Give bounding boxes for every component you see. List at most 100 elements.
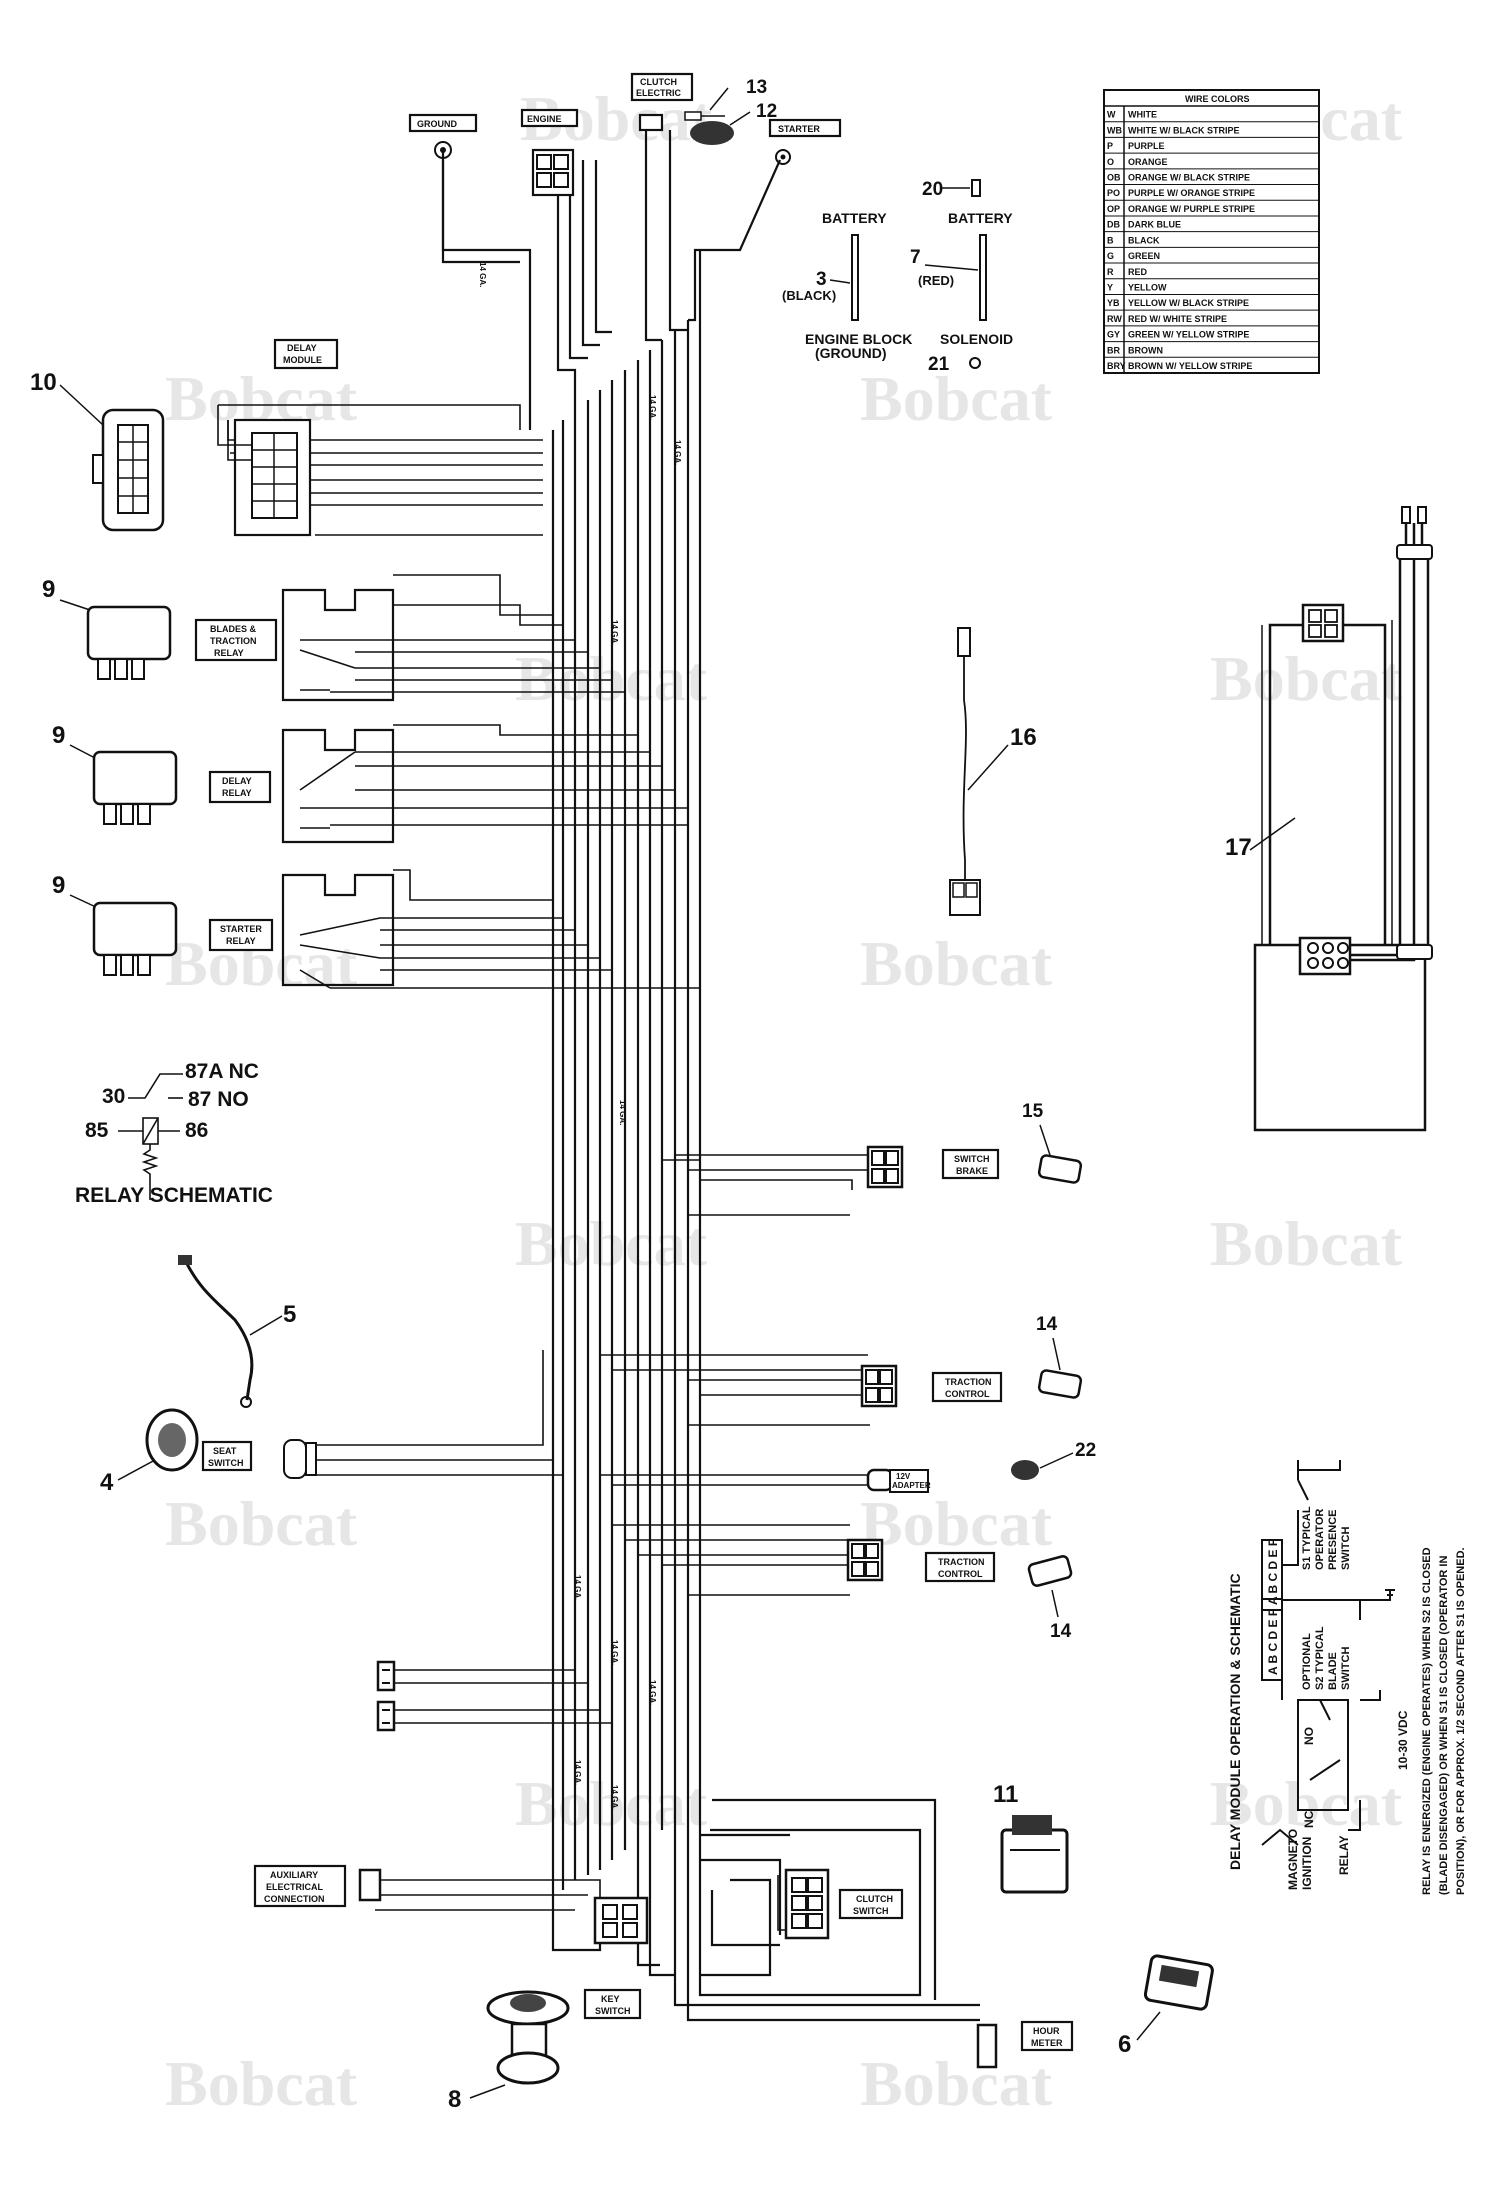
wire-color-code: OB — [1107, 173, 1121, 183]
starter-relay-label-1: STARTER — [220, 924, 262, 934]
delay-op-nc: NC — [1302, 1810, 1316, 1828]
gauge-labels: 14 GA. 14 GA. 14 GA. 14 GA. 14 GA. 14 GA… — [478, 262, 682, 1810]
delay-op-s2-1: OPTIONAL — [1301, 1633, 1313, 1690]
part-number-9: 9 — [52, 722, 65, 749]
blades-traction-relay-connector: BLADES & TRACTION RELAY — [194, 588, 395, 702]
wire-color-name: WHITE W/ BLACK STRIPE — [1128, 125, 1240, 135]
gauge-label: 14 GA. — [610, 620, 619, 645]
gauge-label: 14 GA. — [648, 1680, 657, 1705]
wire-color-name: YELLOW W/ BLACK STRIPE — [1128, 298, 1249, 308]
traction-control-1-label-2: CONTROL — [945, 1389, 990, 1399]
wire-color-code: BRY — [1107, 361, 1126, 371]
ground-connector: GROUND — [408, 113, 478, 159]
seat-switch-label-2: SWITCH — [208, 1458, 244, 1468]
delay-op-note-3: POSITION), OR FOR APPROX. 1/2 SECOND AFT… — [1455, 1547, 1467, 1895]
part-number-7: 7 — [910, 247, 921, 268]
aux-label-3: CONNECTION — [264, 1894, 325, 1904]
wire-color-code: GY — [1107, 330, 1120, 340]
relay-part-1: 9 — [42, 576, 172, 680]
wire-color-code: DB — [1107, 220, 1120, 230]
starter-connector: STARTER — [768, 118, 842, 165]
part-number-3: 3 — [816, 269, 827, 290]
delay-module-connector: DELAY MODULE — [217, 338, 339, 537]
harness-trunk — [218, 130, 980, 2022]
seat-switch-label-1: SEAT — [213, 1446, 237, 1456]
part-number-16: 16 — [1010, 724, 1037, 751]
part-number-9: 9 — [52, 872, 65, 899]
delay-op-note-2: (BLADE DISENGAGED) OR WHEN S1 IS CLOSED … — [1438, 1556, 1450, 1895]
wire-color-code: O — [1107, 157, 1114, 167]
clutch-switch-connector: CLUTCH SWITCH — [777, 1868, 904, 1940]
part-number-15: 15 — [1022, 1101, 1044, 1122]
part-number-13: 13 — [746, 77, 767, 98]
aux-label-1: AUXILIARY — [270, 1870, 318, 1880]
black-label: (BLACK) — [782, 288, 836, 303]
switch-brake-label-1: SWITCH — [954, 1154, 990, 1164]
wire-color-name: YELLOW — [1128, 282, 1167, 292]
part-number-10: 10 — [30, 369, 57, 396]
watermark-text: Bobcat — [860, 928, 1053, 999]
delay-op-s2-4: SWITCH — [1340, 1647, 1352, 1690]
relay-schematic-title: RELAY SCHEMATIC — [75, 1184, 273, 1207]
twelve-v-label-2: ADAPTER — [892, 1481, 931, 1490]
loose-plugs — [376, 1660, 396, 1732]
watermark-text: Bobcat — [860, 1488, 1053, 1559]
hour-meter-connector: HOUR METER — [976, 2020, 1074, 2069]
wire-color-code: R — [1107, 267, 1114, 277]
delay-op-supply: 10-30 VDC — [1396, 1710, 1410, 1770]
delay-op-s2-3: BLADE — [1327, 1652, 1339, 1690]
wire-color-name: ORANGE — [1128, 157, 1168, 167]
relay-30-label: 30 — [102, 1085, 125, 1108]
relay-87-label: 87 NO — [188, 1088, 249, 1111]
part-number-12: 12 — [756, 101, 777, 122]
traction-control-2-connector: TRACTION CONTROL 14 — [846, 1538, 1073, 1642]
gauge-label: 14 GA. — [610, 1785, 619, 1810]
wire-color-name: PURPLE — [1128, 141, 1165, 151]
red-label: (RED) — [918, 273, 954, 288]
wire-color-code: WB — [1107, 125, 1122, 135]
seat-switch-parts: 5 4 SEAT SWITCH — [100, 1255, 317, 1496]
battery-label-right: BATTERY — [948, 210, 1013, 226]
wire-color-code: Y — [1107, 282, 1113, 292]
gauge-label: 14 GA. — [673, 440, 682, 465]
part-number-20: 20 — [922, 179, 943, 200]
key-switch-part: 8 KEY SWITCH — [448, 1896, 649, 2113]
btr-label-3: RELAY — [214, 648, 244, 658]
engine-label: ENGINE — [527, 114, 562, 124]
battery-cables: BATTERY BATTERY 3 (BLACK) 7 (RED) ENGINE… — [782, 179, 1013, 375]
clutch-switch-label-1: CLUTCH — [856, 1894, 893, 1904]
watermark-text: Bobcat — [165, 2048, 358, 2119]
aux-label-2: ELECTRICAL — [266, 1882, 323, 1892]
traction-control-2-label-1: TRACTION — [938, 1557, 985, 1567]
delay-op-s2-2: S2 TYPICAL — [1314, 1626, 1326, 1690]
part-16-harness: 16 — [949, 627, 1037, 916]
wire-color-name: BROWN W/ YELLOW STRIPE — [1128, 361, 1252, 371]
wire-color-code: OP — [1107, 204, 1120, 214]
ground-label: GROUND — [417, 119, 457, 129]
wire-color-code: P — [1107, 141, 1113, 151]
part-number-8: 8 — [448, 2086, 461, 2113]
wire-color-code: RW — [1107, 314, 1122, 324]
delay-relay-label-1: DELAY — [222, 776, 252, 786]
clutch-electric-label-1: CLUTCH — [640, 77, 677, 87]
delay-op-no: NO — [1302, 1727, 1316, 1745]
wire-color-name: DARK BLUE — [1128, 220, 1181, 230]
gauge-label: 14 GA. — [573, 1575, 582, 1600]
delay-module-label-2: MODULE — [283, 355, 322, 365]
wire-color-name: BLACK — [1128, 235, 1160, 245]
engine-connector: ENGINE — [520, 108, 579, 197]
wire-color-code: G — [1107, 251, 1114, 261]
traction-control-1-connector: TRACTION CONTROL 14 — [860, 1314, 1083, 1408]
relay-85-label: 85 — [85, 1119, 109, 1142]
key-switch-label-2: SWITCH — [595, 2006, 631, 2016]
starter-relay-label-2: RELAY — [226, 936, 256, 946]
watermark-text: Bobcat — [1210, 1768, 1403, 1839]
relay-86-label: 86 — [185, 1119, 208, 1142]
twelve-v-adapter-connector: 12V ADAPTER 22 — [866, 1440, 1096, 1493]
wire-color-code: PO — [1107, 188, 1120, 198]
delay-op-note-1: RELAY IS ENERGIZED (ENGINE OPERATES) WHE… — [1421, 1547, 1433, 1895]
wire-color-code: YB — [1107, 298, 1120, 308]
